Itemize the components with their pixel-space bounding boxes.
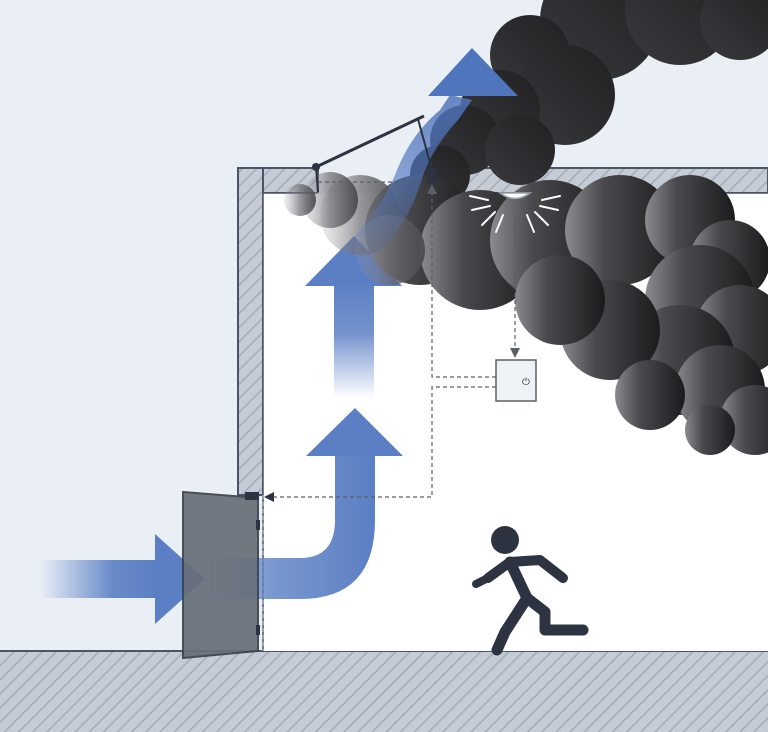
inflow-arrow [40, 534, 205, 624]
control-panel-icon: ⏻ [495, 359, 537, 402]
control-wiring [270, 181, 516, 498]
exhaust-arrow [350, 48, 518, 260]
roof-vent-icon [312, 114, 436, 193]
smoke-detector-icon [469, 192, 561, 233]
door-signal-arrowhead [264, 492, 274, 502]
door-icon [182, 490, 260, 660]
vent-signal-arrowhead [427, 184, 437, 194]
running-person-icon [472, 526, 589, 656]
detector-signal-arrowhead [510, 348, 520, 358]
control-panel-symbol: ⏻ [522, 377, 530, 388]
ground [0, 650, 768, 732]
